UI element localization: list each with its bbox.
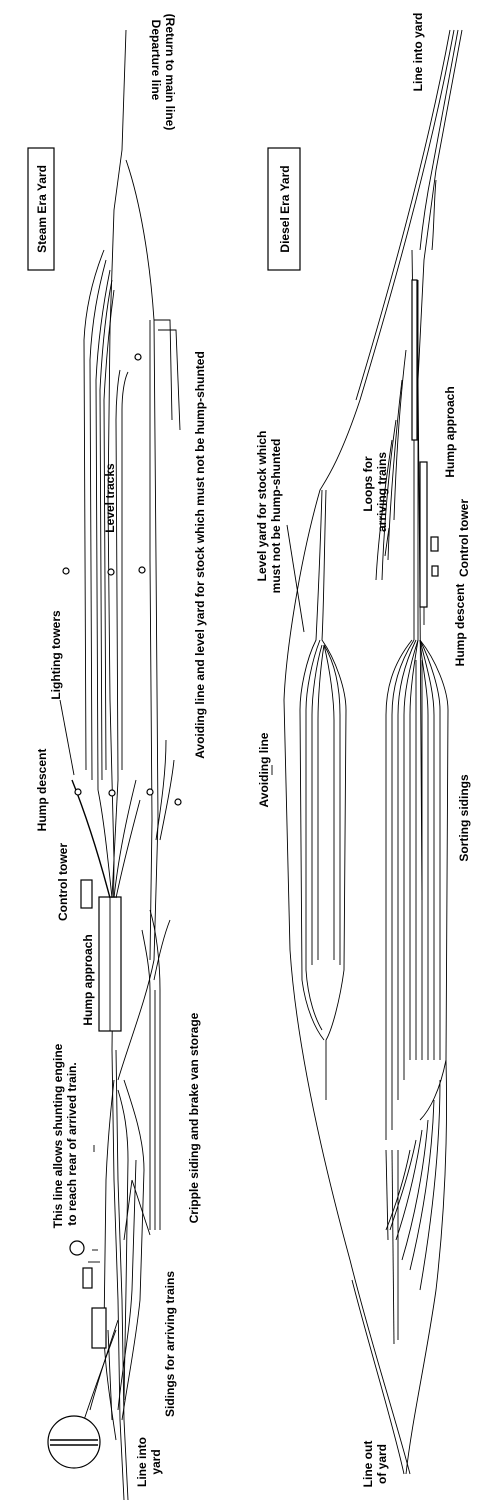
- steam-water-tower: [69, 1240, 85, 1256]
- steam-avoiding-line-label: Avoiding line and level yard for stock w…: [193, 351, 207, 759]
- diesel-sorting-sidings-label: Sorting sidings: [457, 774, 471, 862]
- steam-hump-approach-label: Hump approach: [81, 934, 95, 1025]
- steam-era-yard: Steam Era Yard Departure line (Return to…: [27, 14, 207, 1501]
- diesel-hump-approach-label: Hump approach: [443, 386, 457, 477]
- diesel-hump-descent-label: Hump descent: [453, 584, 467, 667]
- lighting-tower-icon: [62, 567, 70, 575]
- steam-control-tower-label: Control tower: [56, 843, 70, 921]
- lighting-tower-icon: [174, 798, 182, 806]
- steam-hump-descent-label: Hump descent: [35, 749, 49, 832]
- steam-turntable: [47, 1319, 119, 1469]
- steam-yard-label: yard: [149, 1449, 163, 1474]
- diesel-lower-exits: [385, 1059, 447, 1475]
- steam-title-box: [27, 147, 55, 271]
- diesel-line-into-yard-label: Line into yard: [411, 13, 425, 92]
- diesel-loops-label-2: arriving trains: [375, 452, 389, 532]
- steam-control-tower-building: [80, 879, 93, 909]
- diesel-control-tower-building-2: [431, 565, 439, 577]
- diesel-control-tower-building-1: [430, 536, 439, 552]
- steam-arrival-sidings: [103, 1079, 145, 1441]
- diesel-sorting-sidings: [385, 639, 449, 1140]
- steam-title: Steam Era Yard: [35, 165, 49, 253]
- diesel-hump-approach: [419, 461, 428, 608]
- diesel-title-box: [267, 147, 301, 271]
- steam-level-tracks: [83, 249, 129, 791]
- steam-lighting-towers-label: Lighting towers: [49, 610, 63, 700]
- steam-lighting-towers: [62, 353, 182, 806]
- diesel-control-tower-label: Control tower: [457, 499, 471, 577]
- diesel-line-out-label-1: Line out: [361, 1441, 375, 1488]
- steam-engine-note-line2: to reach rear of arrived train.: [65, 1062, 79, 1225]
- diesel-avoiding-line: [283, 29, 455, 1475]
- diesel-line-out-label-2: of yard: [375, 1444, 389, 1484]
- steam-engine-shed: [91, 1307, 107, 1349]
- diesel-level-yard-label-1: Level yard for stock which: [255, 431, 269, 582]
- lighting-tower-icon: [108, 789, 116, 797]
- steam-cripple-siding-label: Cripple siding and brake van storage: [187, 1012, 201, 1223]
- steam-shed-small: [82, 1267, 93, 1289]
- steam-engine-note-line1: This line allows shunting engine: [51, 1043, 65, 1228]
- lighting-tower-icon: [107, 568, 115, 576]
- steam-return-main-label: (Return to main line): [163, 14, 177, 131]
- diesel-avoiding-line-label: Avoiding line: [257, 732, 271, 807]
- steam-departure-line-label: Departure line: [149, 20, 163, 101]
- diesel-era-yard: Diesel Era Yard Line into yard Hump appr…: [255, 13, 471, 1488]
- diesel-loops-label-1: Loops for: [361, 456, 375, 512]
- diesel-level-yard: [299, 489, 347, 1100]
- lighting-tower-icon: [146, 788, 154, 796]
- diesel-main-line: [417, 29, 463, 901]
- steam-level-tracks-label: Level tracks: [103, 463, 117, 533]
- lighting-tower-icon: [138, 566, 146, 574]
- diesel-level-yard-label-2: must not be hump-shunted: [269, 439, 283, 594]
- lighting-tower-icon: [74, 788, 82, 796]
- steam-line-into-label: Line into: [135, 1437, 149, 1487]
- diesel-small-siding: [411, 279, 418, 441]
- steam-sidings-arriving-label: Sidings for arriving trains: [163, 1271, 177, 1417]
- steam-track-main: [107, 29, 129, 1501]
- diesel-title: Diesel Era Yard: [278, 165, 292, 252]
- steam-avoiding-line: [117, 159, 181, 1081]
- lighting-tower-icon: [134, 353, 142, 361]
- steam-cripple-sidings: [141, 909, 171, 1230]
